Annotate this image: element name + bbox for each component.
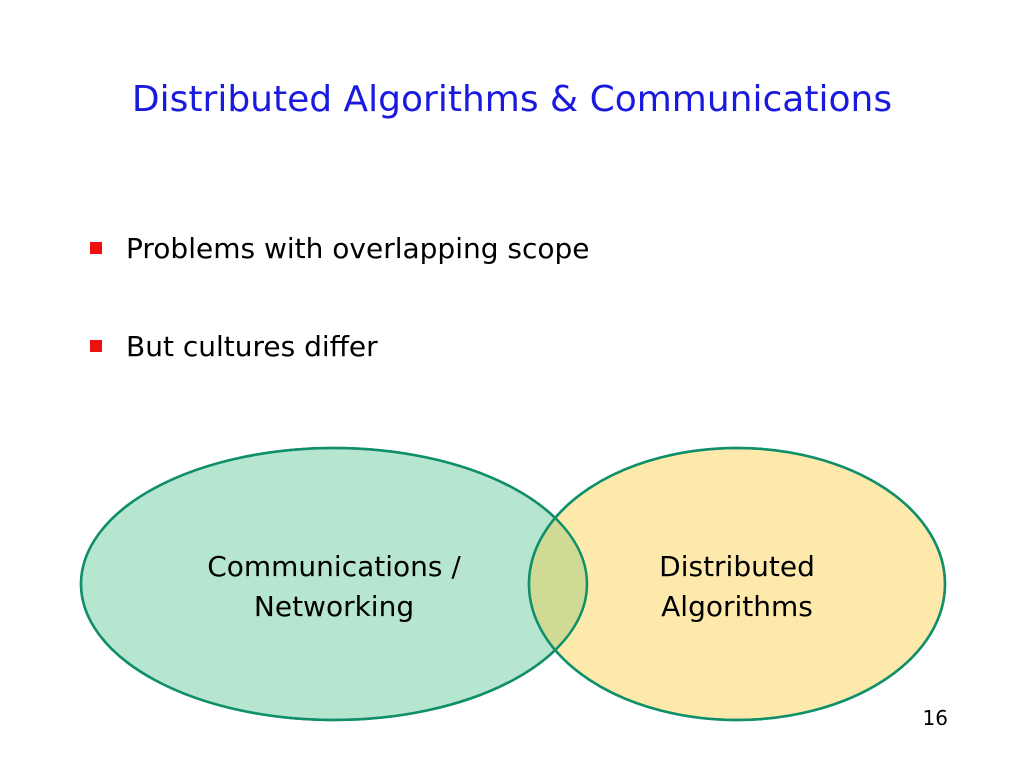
bullet-item: Problems with overlapping scope <box>90 228 590 268</box>
bullet-text: Problems with overlapping scope <box>126 231 590 265</box>
bullet-item: But cultures differ <box>90 326 378 366</box>
slide-title: Distributed Algorithms & Communications <box>131 79 893 120</box>
venn-right-label-line1: Distributed <box>659 550 815 583</box>
venn-circle-right-outline <box>527 446 947 722</box>
venn-circle-left-outline <box>79 446 589 722</box>
venn-left-label-line2: Networking <box>254 590 414 623</box>
page-number: 16 <box>922 706 948 730</box>
square-bullet-icon <box>90 242 102 254</box>
venn-circle-right <box>527 446 947 722</box>
venn-right-label-line2: Algorithms <box>661 590 813 623</box>
venn-circle-left <box>79 446 589 722</box>
square-bullet-icon <box>90 340 102 352</box>
venn-left-label-line1: Communications / <box>207 550 461 583</box>
bullet-text: But cultures differ <box>126 329 378 363</box>
